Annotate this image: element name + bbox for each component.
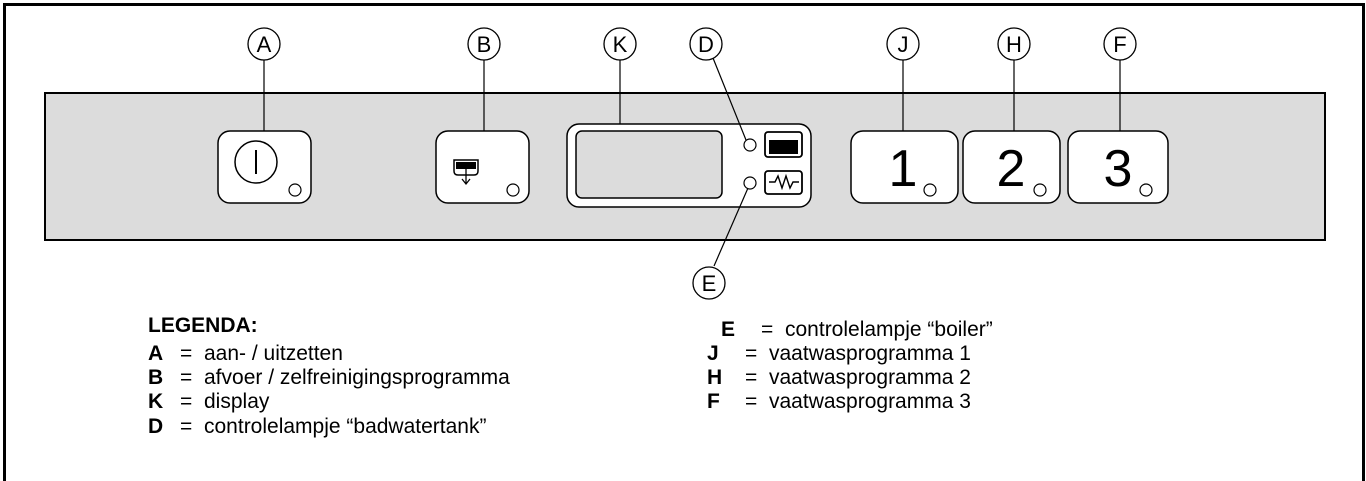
svg-text:A: A (257, 32, 272, 57)
program-1-button[interactable]: 1 (850, 130, 959, 204)
drain-button[interactable] (435, 130, 530, 204)
callout-K: K (603, 27, 637, 61)
svg-text:E: E (702, 271, 717, 296)
program-3-label: 3 (1104, 140, 1133, 198)
svg-text:K: K (613, 32, 628, 57)
power-button[interactable] (217, 130, 312, 204)
svg-text:F: F (1113, 32, 1126, 57)
program-2-label: 2 (997, 140, 1026, 198)
tank-icon (764, 131, 803, 158)
leader-lines (263, 57, 1121, 267)
callout-E: E (692, 266, 726, 300)
figure-frame (3, 3, 1365, 481)
program-2-button[interactable]: 2 (962, 130, 1061, 204)
callout-D: D (689, 27, 723, 61)
display (575, 130, 723, 199)
drain-icon (453, 159, 479, 186)
svg-text:D: D (698, 32, 714, 57)
callout-B: B (467, 27, 501, 61)
control-panel-diagram: 1 2 3 A B K D J (44, 27, 1326, 300)
program-3-button[interactable]: 3 (1067, 130, 1169, 204)
display-unit (566, 123, 812, 208)
indicator-lamp-boiler (743, 176, 757, 190)
callout-J: J (886, 27, 920, 61)
indicator-lamp-tank (743, 138, 757, 152)
heater-icon (764, 170, 803, 195)
callout-A: A (247, 27, 281, 61)
program-1-label: 1 (889, 140, 918, 198)
svg-text:J: J (898, 32, 909, 57)
callout-H: H (997, 27, 1031, 61)
svg-text:H: H (1006, 32, 1022, 57)
callout-F: F (1103, 27, 1137, 61)
svg-text:B: B (477, 32, 492, 57)
